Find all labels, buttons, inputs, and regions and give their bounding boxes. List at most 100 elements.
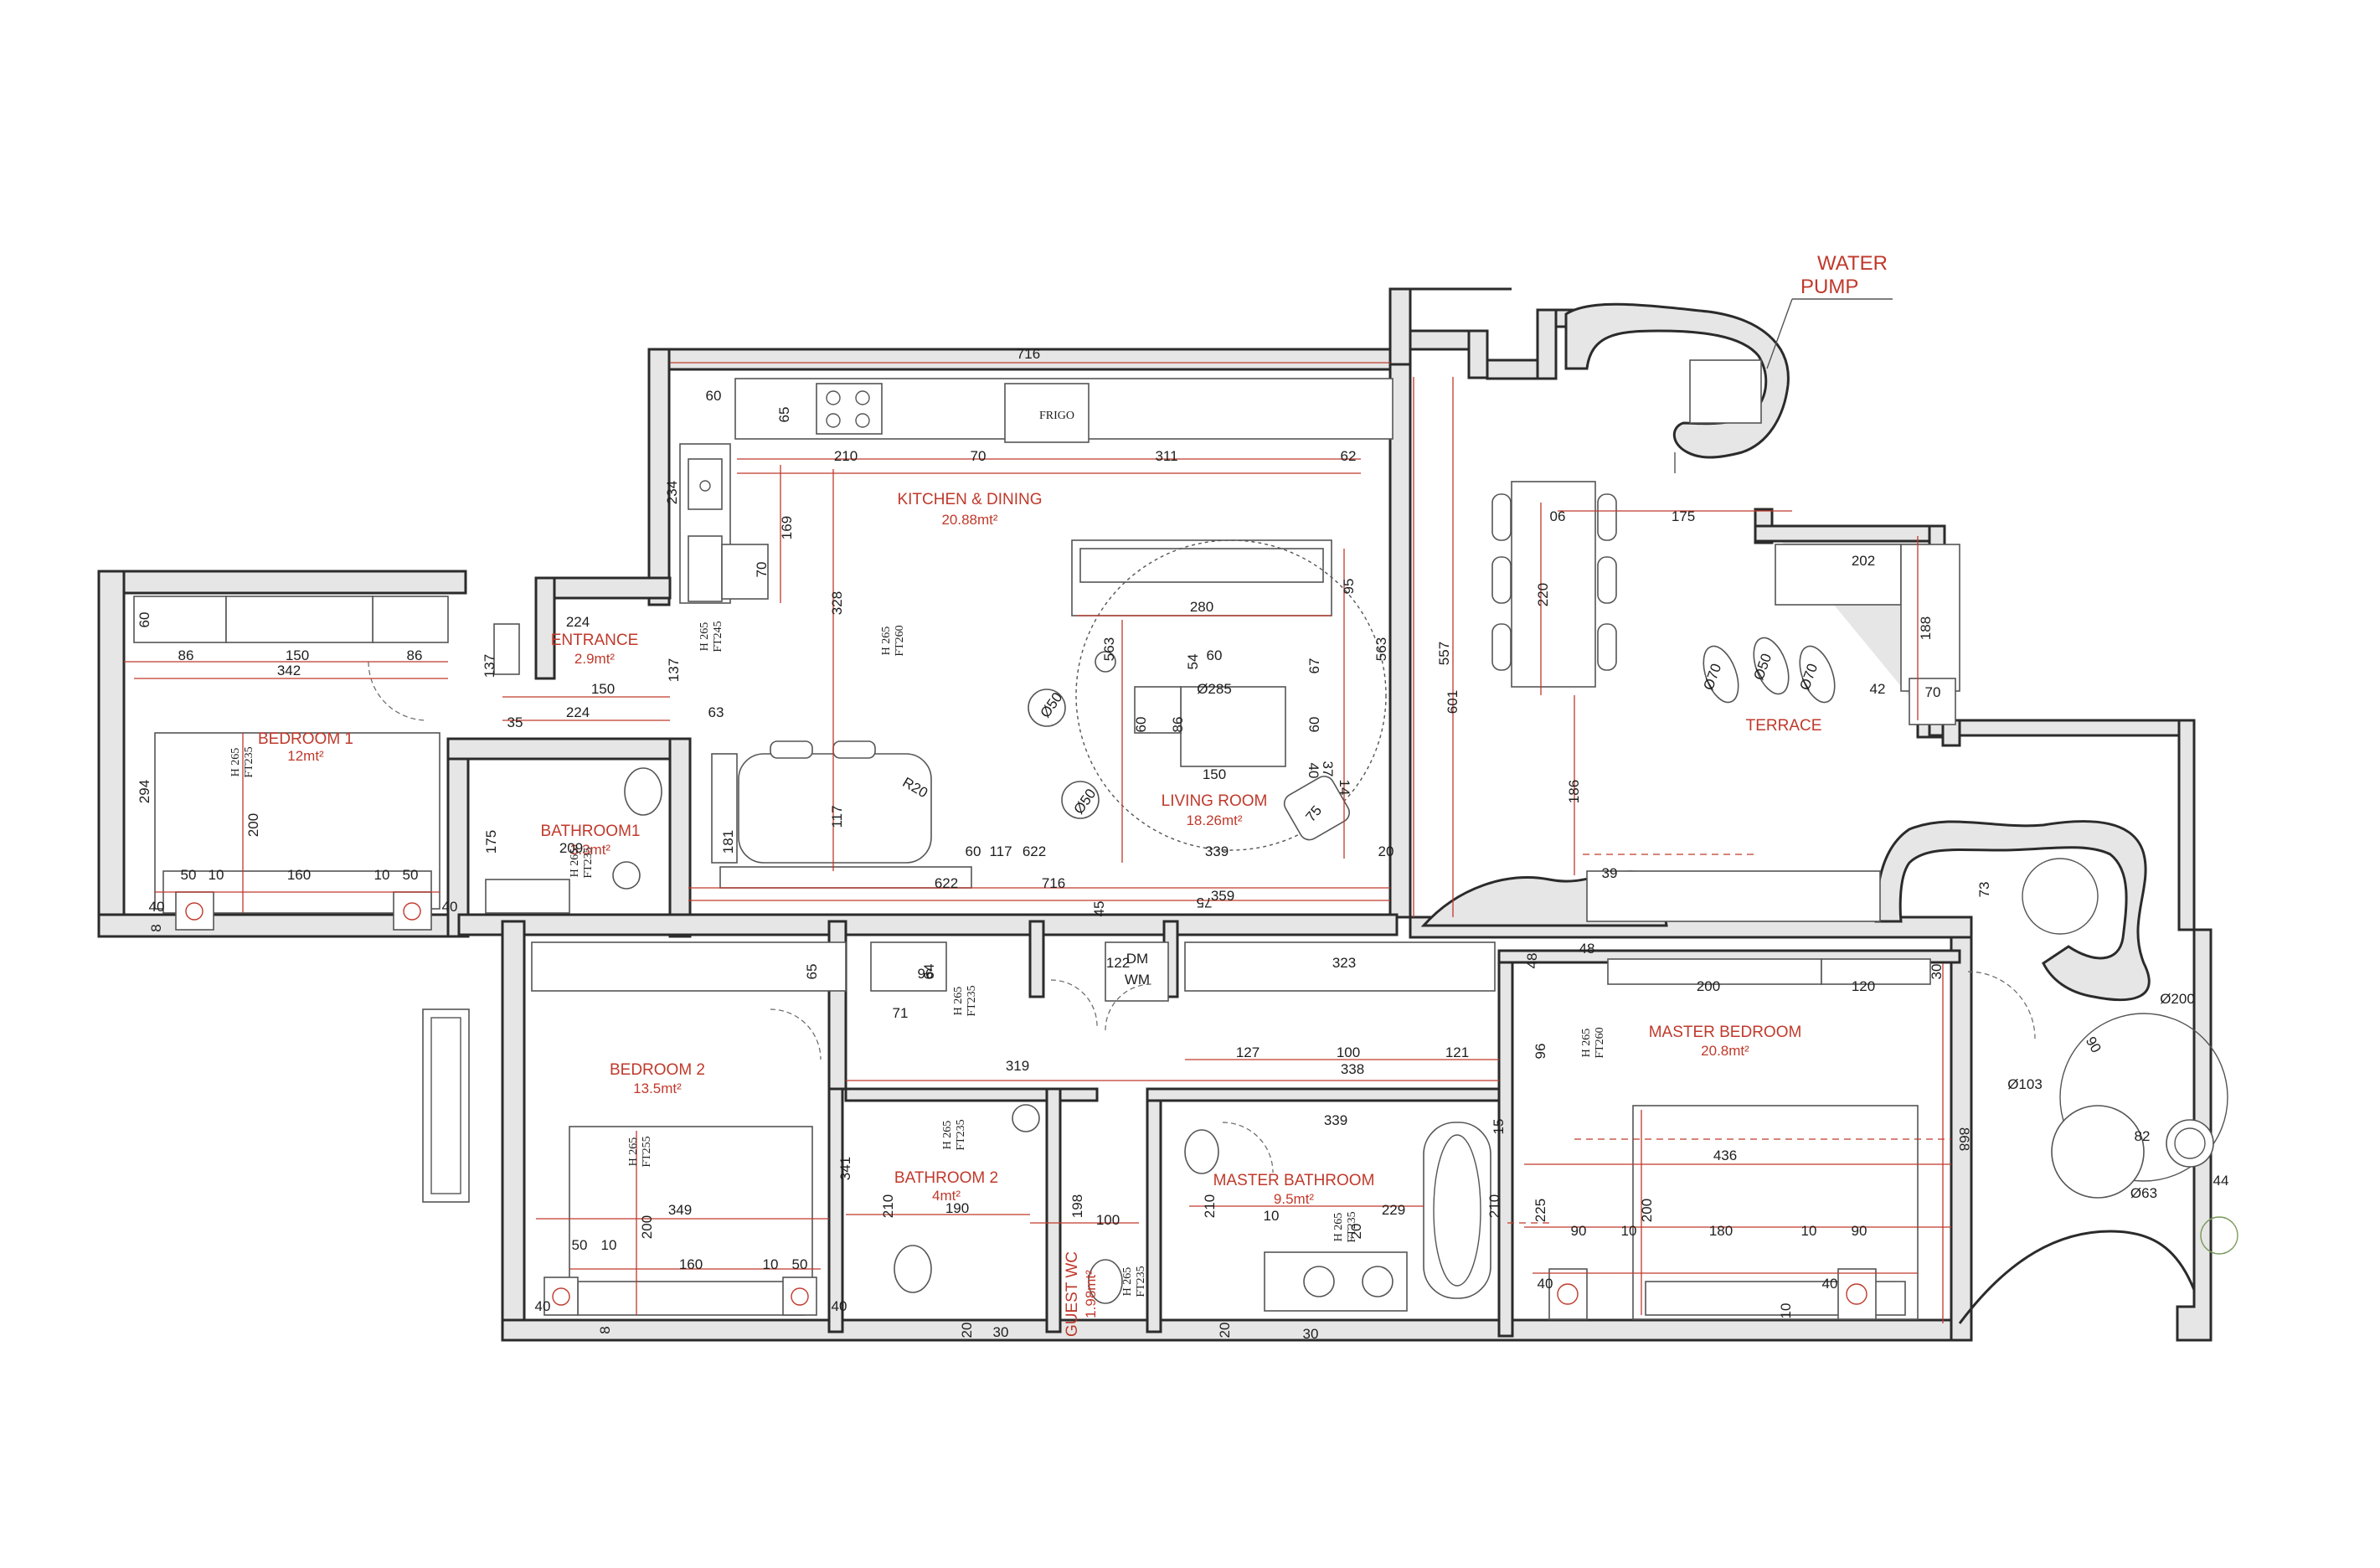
dimension-lines [124, 362, 1951, 1323]
dim-86-living: 86 [1170, 717, 1186, 733]
dim-30-mbath: 30 [1303, 1326, 1319, 1342]
room-area-bathroom1: 3.3mt² [570, 842, 611, 858]
dim-160-bed1: 160 [287, 867, 311, 883]
dim-14: 14 [1337, 780, 1352, 796]
sink [688, 458, 723, 510]
height-bathroom1-ft: FT235 [582, 847, 595, 878]
dim-8-bed2: 8 [597, 1326, 613, 1333]
dim-294: 294 [137, 780, 152, 803]
dim-342: 342 [277, 663, 301, 678]
cooktop [816, 383, 883, 435]
dim-35: 35 [507, 714, 523, 730]
dim-716-b: 716 [1042, 875, 1065, 891]
dim-622-b: 622 [935, 875, 958, 891]
height-entrance-ft: FT245 [712, 621, 724, 652]
fridge [1004, 383, 1090, 443]
dim-96: 96 [918, 966, 934, 982]
dim-563: 563 [1101, 637, 1117, 661]
dim-67: 67 [1306, 658, 1322, 674]
dim-o200: Ø200 [2160, 991, 2195, 1007]
dim-54: 54 [1185, 654, 1201, 670]
height-masterbath-ft: FT235 [1346, 1211, 1358, 1242]
room-name-bedroom2: BEDROOM 2 [610, 1061, 705, 1079]
height-guestwc-h: H 265 [1121, 1267, 1134, 1297]
dim-122: 122 [1106, 955, 1130, 971]
dim-o103: Ø103 [2007, 1076, 2043, 1092]
dim-20-bath2: 20 [959, 1323, 975, 1338]
dim-716-top: 716 [1017, 346, 1040, 362]
dim-60-living: 60 [1207, 647, 1223, 663]
room-area-guestwc: 1.98mt² [1083, 1270, 1099, 1318]
dim-10-mbath: 10 [1264, 1208, 1280, 1224]
dim-100-wc: 100 [1096, 1212, 1120, 1228]
room-name-terrace: TERRACE [1746, 717, 1822, 735]
dim-50-bed1-a: 50 [181, 867, 197, 883]
dim-73: 73 [1976, 882, 1992, 898]
dim-65: 65 [776, 407, 792, 423]
dim-37: 37 [1320, 761, 1336, 777]
room-area-masterbed: 20.8mt² [1701, 1043, 1749, 1059]
dim-339-b: 339 [1324, 1112, 1347, 1128]
dim-280: 280 [1190, 599, 1213, 615]
dim-50-bed1-b: 50 [403, 867, 419, 883]
room-name-kitchen: KITCHEN & DINING [897, 491, 1042, 508]
dim-120: 120 [1852, 978, 1875, 994]
dim-359: 359 [1211, 888, 1234, 904]
dim-200-bed1: 200 [245, 813, 261, 837]
dim-95: 95 [1341, 579, 1357, 595]
dim-10-bed2-b: 10 [763, 1256, 779, 1272]
height-bathroom2-ft: FT235 [955, 1119, 967, 1150]
dim-40-mb-a: 40 [1538, 1276, 1553, 1292]
room-area-bedroom2: 13.5mt² [633, 1081, 682, 1096]
dim-341: 341 [837, 1157, 853, 1180]
dim-60-bed1: 60 [137, 612, 152, 628]
dim-117-island: 117 [989, 843, 1012, 859]
room-name-entrance: ENTRANCE [551, 632, 639, 649]
dim-10-bed1-b: 10 [374, 867, 390, 883]
dim-o63: Ø63 [2130, 1185, 2157, 1201]
room-name-living: LIVING ROOM [1162, 792, 1268, 810]
dim-60-living-b: 60 [1306, 717, 1322, 733]
dim-220: 220 [1535, 583, 1551, 606]
height-corridor-h: H 265 [952, 987, 965, 1016]
room-area-living: 18.26mt² [1186, 812, 1242, 828]
dim-319: 319 [1006, 1058, 1029, 1074]
room-labels: KITCHEN & DINING 20.88mt² LIVING ROOM 18… [258, 252, 1893, 1337]
dim-10-mb-c: 10 [1778, 1303, 1794, 1319]
dim-100: 100 [1337, 1044, 1360, 1060]
room-name-bathroom1: BATHROOM1 [541, 823, 641, 840]
room-name-bedroom1: BEDROOM 1 [258, 730, 353, 748]
dim-48-v: 48 [1524, 953, 1540, 969]
height-bedroom2-ft: FT255 [641, 1136, 653, 1167]
dim-42: 42 [1870, 681, 1886, 697]
dim-210-mbath: 210 [1202, 1194, 1218, 1218]
dim-188: 188 [1918, 616, 1934, 640]
dim-60: 60 [706, 388, 722, 404]
dim-82: 82 [2135, 1128, 2151, 1144]
dim-45: 45 [1091, 901, 1107, 917]
dim-210: 210 [834, 448, 858, 464]
dim-563-b: 563 [1373, 637, 1389, 661]
dim-70: 70 [971, 448, 987, 464]
dim-86-b: 86 [407, 647, 423, 663]
dimension-texts: 716 60 210 70 311 62 280 60 Ø285 150 622… [149, 346, 2229, 1342]
height-entrance-h: H 265 [698, 622, 711, 652]
dim-40-mb-b: 40 [1822, 1276, 1838, 1292]
room-name-masterbed: MASTER BEDROOM [1649, 1024, 1802, 1041]
dim-06: 06 [1550, 508, 1566, 524]
dim-40-chair: 40 [1306, 763, 1321, 779]
height-bathroom1-h: H 265 [569, 848, 581, 878]
dim-63: 63 [708, 704, 724, 720]
dim-70-side: 70 [754, 562, 770, 578]
dim-48: 48 [1579, 941, 1595, 957]
dim-10-bed1-a: 10 [209, 867, 224, 883]
dim-137-a: 137 [482, 654, 497, 678]
dim-90-b: 90 [1852, 1223, 1867, 1239]
dim-60-side: 60 [1133, 717, 1149, 733]
dim-339: 339 [1205, 843, 1229, 859]
room-area-bathroom2: 4mt² [932, 1188, 961, 1204]
dim-20: 20 [1378, 843, 1394, 859]
dim-180: 180 [1709, 1223, 1733, 1239]
dim-202: 202 [1852, 553, 1875, 569]
